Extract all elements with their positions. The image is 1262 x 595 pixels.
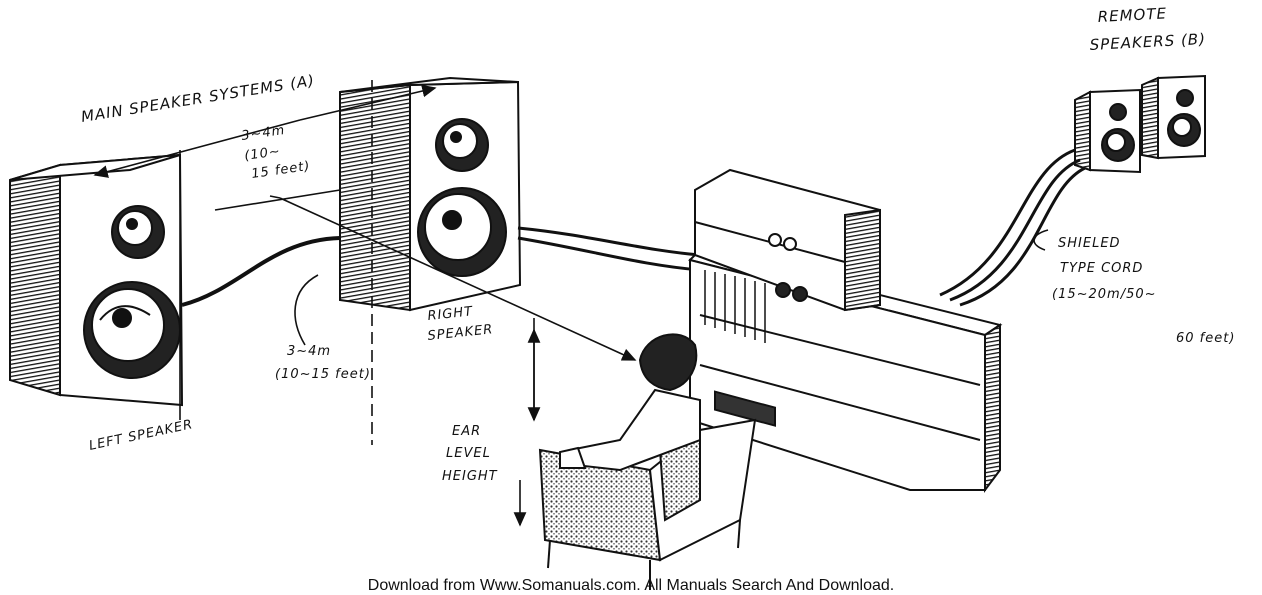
left-speaker	[9, 153, 184, 407]
svg-text:TYPE CORD: TYPE CORD	[1060, 261, 1143, 276]
svg-text:SPEAKERS (B): SPEAKERS (B)	[1089, 30, 1206, 54]
label-remote-speakers: REMOTE SPEAKERS (B)	[1089, 4, 1206, 54]
svg-text:SHIELED: SHIELED	[1058, 236, 1121, 251]
svg-text:REMOTE: REMOTE	[1097, 4, 1167, 26]
svg-text:MAIN SPEAKER SYSTEMS (A): MAIN SPEAKER SYSTEMS (A)	[80, 71, 316, 126]
label-shielded-cord: SHIELED TYPE CORD (15~20m/50~ 60 feet)	[1052, 236, 1235, 346]
svg-text:(10~15 feet): (10~15 feet)	[275, 367, 371, 382]
svg-text:RIGHT: RIGHT	[427, 304, 474, 324]
svg-text:3~4m: 3~4m	[240, 123, 286, 144]
svg-text:(15~20m/50~: (15~20m/50~	[1052, 287, 1157, 302]
right-speaker	[339, 76, 522, 312]
label-ear-level-height: EAR LEVEL HEIGHT	[442, 424, 498, 484]
listener-in-armchair	[538, 333, 757, 590]
svg-text:15 feet): 15 feet)	[250, 159, 311, 182]
label-left-speaker: LEFT SPEAKER	[88, 417, 195, 454]
label-main-speaker-systems: MAIN SPEAKER SYSTEMS (A)	[80, 71, 316, 126]
svg-text:SPEAKER: SPEAKER	[427, 322, 494, 344]
stereo-cabinet	[688, 168, 1003, 493]
svg-text:3~4m: 3~4m	[287, 344, 331, 359]
shielded-cords	[939, 148, 1086, 307]
svg-text:(10~: (10~	[243, 144, 281, 164]
label-right-speaker: RIGHT SPEAKER	[427, 304, 494, 344]
left-speaker-cable	[181, 236, 341, 307]
dimension-lines	[93, 80, 1049, 527]
svg-text:LEFT SPEAKER: LEFT SPEAKER	[88, 417, 195, 454]
download-footer: Download from Www.Somanuals.com. All Man…	[367, 577, 895, 594]
label-distance-bottom: 3~4m (10~15 feet)	[275, 344, 371, 382]
right-speaker-cable	[517, 226, 701, 272]
remote-speakers	[1074, 74, 1206, 174]
svg-text:LEVEL: LEVEL	[446, 446, 491, 461]
svg-text:60 feet): 60 feet)	[1176, 331, 1235, 346]
svg-text:EAR: EAR	[452, 424, 481, 439]
label-distance-top: 3~4m (10~ 15 feet)	[240, 123, 311, 182]
svg-text:HEIGHT: HEIGHT	[442, 469, 498, 484]
